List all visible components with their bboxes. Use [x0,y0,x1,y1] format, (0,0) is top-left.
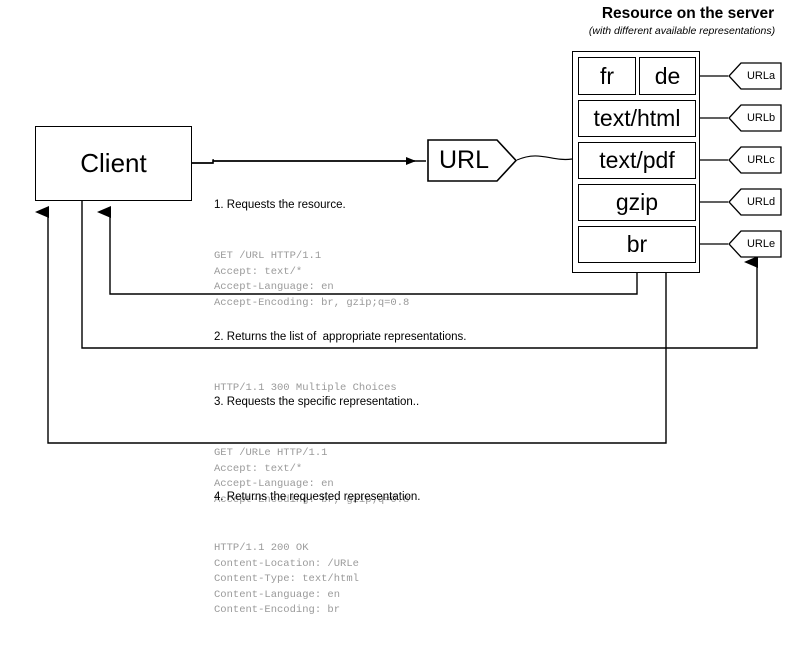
url-node[interactable]: URL [427,139,518,182]
url-badge-urld[interactable]: URLd [728,188,782,216]
step-http-message: GET /URLe HTTP/1.1 Accept: text/* Accept… [214,447,410,506]
url-badge-shape [728,230,782,258]
server-subtitle: (with different available representation… [588,25,776,37]
step-2-returns-list: 2. Returns the list of appropriate repre… [214,294,467,433]
step-1-request-resource: 1. Requests the resource. GET /URL HTTP/… [214,162,409,347]
url-badge-urlb[interactable]: URLb [728,104,782,132]
step-3-request-specific: 3. Requests the specific representation.… [214,359,419,544]
representation-fr[interactable]: fr [578,57,636,95]
url-badge-urle[interactable]: URLe [728,230,782,258]
server-title: Resource on the server [601,5,775,22]
url-node-label: URL [438,146,489,174]
representation-text-html[interactable]: text/html [578,100,696,137]
url-badge-shape [728,188,782,216]
representation-label: text/pdf [599,147,675,173]
url-badge-label: URLc [747,154,775,166]
representation-label: de [654,62,681,89]
url-badge-label: URLb [746,112,776,124]
representation-gzip[interactable]: gzip [578,184,696,221]
step-title: 2. Returns the list of appropriate repre… [214,331,467,343]
step-http-message: GET /URL HTTP/1.1 Accept: text/* Accept-… [214,250,410,309]
client-box[interactable]: Client [35,126,192,201]
representation-de[interactable]: de [639,57,696,95]
step-title: 1. Requests the resource. [214,199,346,211]
url-badge-label: URLd [746,196,776,208]
step-title: 3. Requests the specific representation.… [214,396,420,408]
step-title: 4. Returns the requested representation. [214,491,421,503]
representation-label: fr [599,62,615,89]
step-http-message: HTTP/1.1 200 OK Content-Location: /URLe … [214,542,359,616]
url-badge-shape [728,104,782,132]
diagram-canvas: Resource on the server (with different a… [35,5,782,616]
client-label: Client [80,148,147,178]
url-badge-label: URLe [746,238,776,250]
representation-br[interactable]: br [578,226,696,263]
step-4-returns-requested: 4. Returns the requested representation.… [214,454,421,655]
url-node-shape [427,139,518,182]
url-badge-urlc[interactable]: URLc [728,146,782,174]
representation-label: text/html [593,105,681,131]
url-badge-shape [728,146,782,174]
representation-text-pdf[interactable]: text/pdf [578,142,696,179]
step-http-message: HTTP/1.1 300 Multiple Choices [214,382,397,394]
url-badge-label: URLa [746,70,776,82]
representation-label: gzip [615,189,659,215]
wire-url-to-server [516,155,573,161]
representation-label: br [626,231,648,257]
url-badge-shape [728,62,782,90]
url-badge-urla[interactable]: URLa [728,62,782,90]
